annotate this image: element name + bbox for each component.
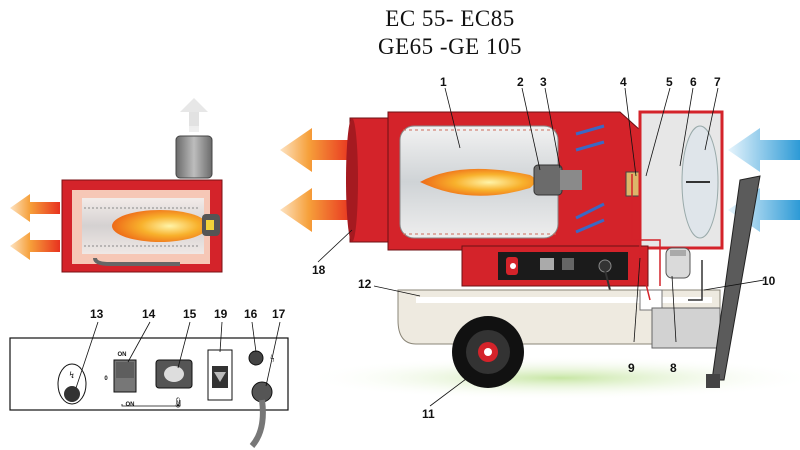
thermometer-icon: 🌡: [172, 397, 185, 409]
power-switch[interactable]: [113, 359, 137, 393]
control-panel: ↯ ON 0 ON 🌡 ϟ: [9, 321, 289, 448]
exhaust-up-arrow: [180, 98, 208, 132]
callout-18: 18: [312, 263, 326, 277]
small-hot-air-arrows: [10, 194, 60, 260]
leader-lines: [317, 87, 765, 407]
thermostat-knob[interactable]: [155, 359, 193, 389]
callout-8: 8: [670, 361, 677, 375]
svg-text:↯: ↯: [68, 370, 76, 380]
callout-6: 6: [690, 75, 697, 89]
callout-19: 19: [214, 307, 228, 321]
switch-on-label-bottom: ON: [126, 402, 135, 408]
panel-leader-lines: [75, 321, 281, 389]
cart-wheel: [452, 316, 524, 388]
callout-13: 13: [90, 307, 104, 321]
main-flame: [420, 168, 535, 196]
callout-11: 11: [422, 407, 435, 421]
callout-4: 4: [620, 75, 627, 89]
switch-on-label-top: ON: [118, 352, 127, 358]
callout-5: 5: [666, 75, 673, 89]
main-heater-illustration: [280, 110, 800, 400]
cart-handle: [711, 175, 761, 381]
callout-9: 9: [628, 361, 635, 375]
callout-10: 10: [762, 274, 776, 288]
callout-1: 1: [440, 75, 447, 89]
reset-button[interactable]: ↯: [57, 363, 87, 405]
callout-numbers: 1 2 3 4 5 6 7 8 9 10 11 12 13 14 15 16 1…: [90, 75, 776, 421]
power-cable: [249, 381, 273, 448]
hot-air-outlet-arrows: [280, 128, 352, 232]
callout-14: 14: [142, 307, 156, 321]
switch-zero-label: 0: [104, 376, 108, 382]
diagram-title-line-2: GE65 -GE 105: [378, 34, 522, 59]
callout-12: 12: [358, 277, 372, 291]
indirect-heater-illustration: [10, 98, 223, 273]
mode-selector[interactable]: [207, 349, 233, 401]
callout-16: 16: [244, 307, 258, 321]
callout-2: 2: [517, 75, 524, 89]
chimney: [175, 135, 213, 179]
diagram-title-line-1: EC 55- EC85: [385, 6, 515, 31]
lightning-icon: ϟ: [270, 354, 275, 365]
air-deflector-lines: [575, 124, 605, 234]
control-panel-frame: [9, 337, 289, 411]
photocell: [625, 171, 641, 197]
small-flame: [112, 210, 208, 242]
callout-7: 7: [714, 75, 721, 89]
callout-3: 3: [540, 75, 547, 89]
callout-15: 15: [183, 307, 197, 321]
burner-head: [533, 164, 563, 196]
warning-lamp: [248, 350, 264, 366]
callout-17: 17: [272, 307, 286, 321]
